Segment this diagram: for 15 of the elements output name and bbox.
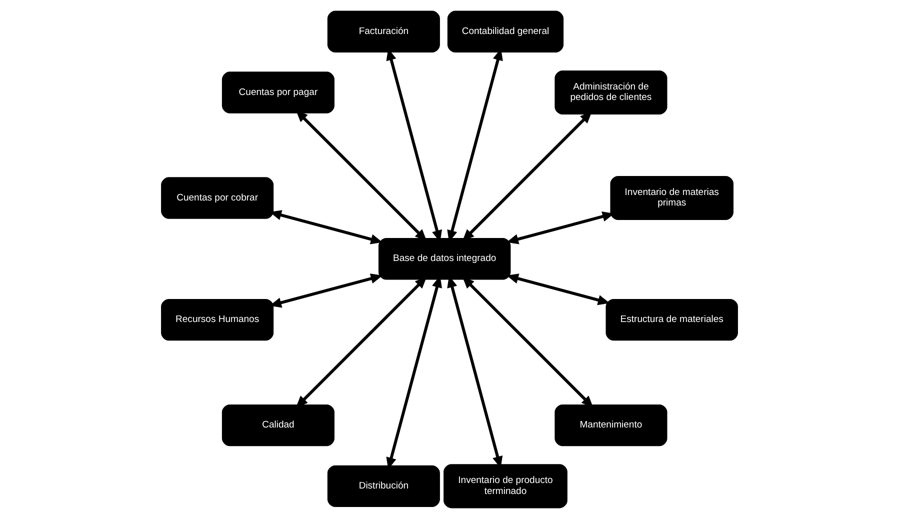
node-box: Inventario de producto terminado [443, 464, 567, 508]
node-box: Recursos Humanos [160, 298, 274, 340]
node-box: Facturación [326, 10, 440, 52]
node-box: Cuentas por pagar [221, 71, 334, 113]
node-box: Inventario de materias primas [610, 175, 733, 220]
node-box: Distribución [326, 464, 440, 507]
node-box: Cuentas por cobrar [160, 176, 274, 218]
node-box: Calidad [221, 404, 334, 446]
node-box: Contabilidad general [446, 10, 564, 52]
node-box: Estructura de materiales [605, 298, 738, 340]
arrow [506, 211, 614, 244]
arrow [506, 273, 610, 305]
node-box: Administración de pedidos de clientes [554, 70, 667, 114]
node-box: Base de datos integrado [378, 238, 510, 280]
node-box: Mantenimiento [554, 404, 667, 446]
